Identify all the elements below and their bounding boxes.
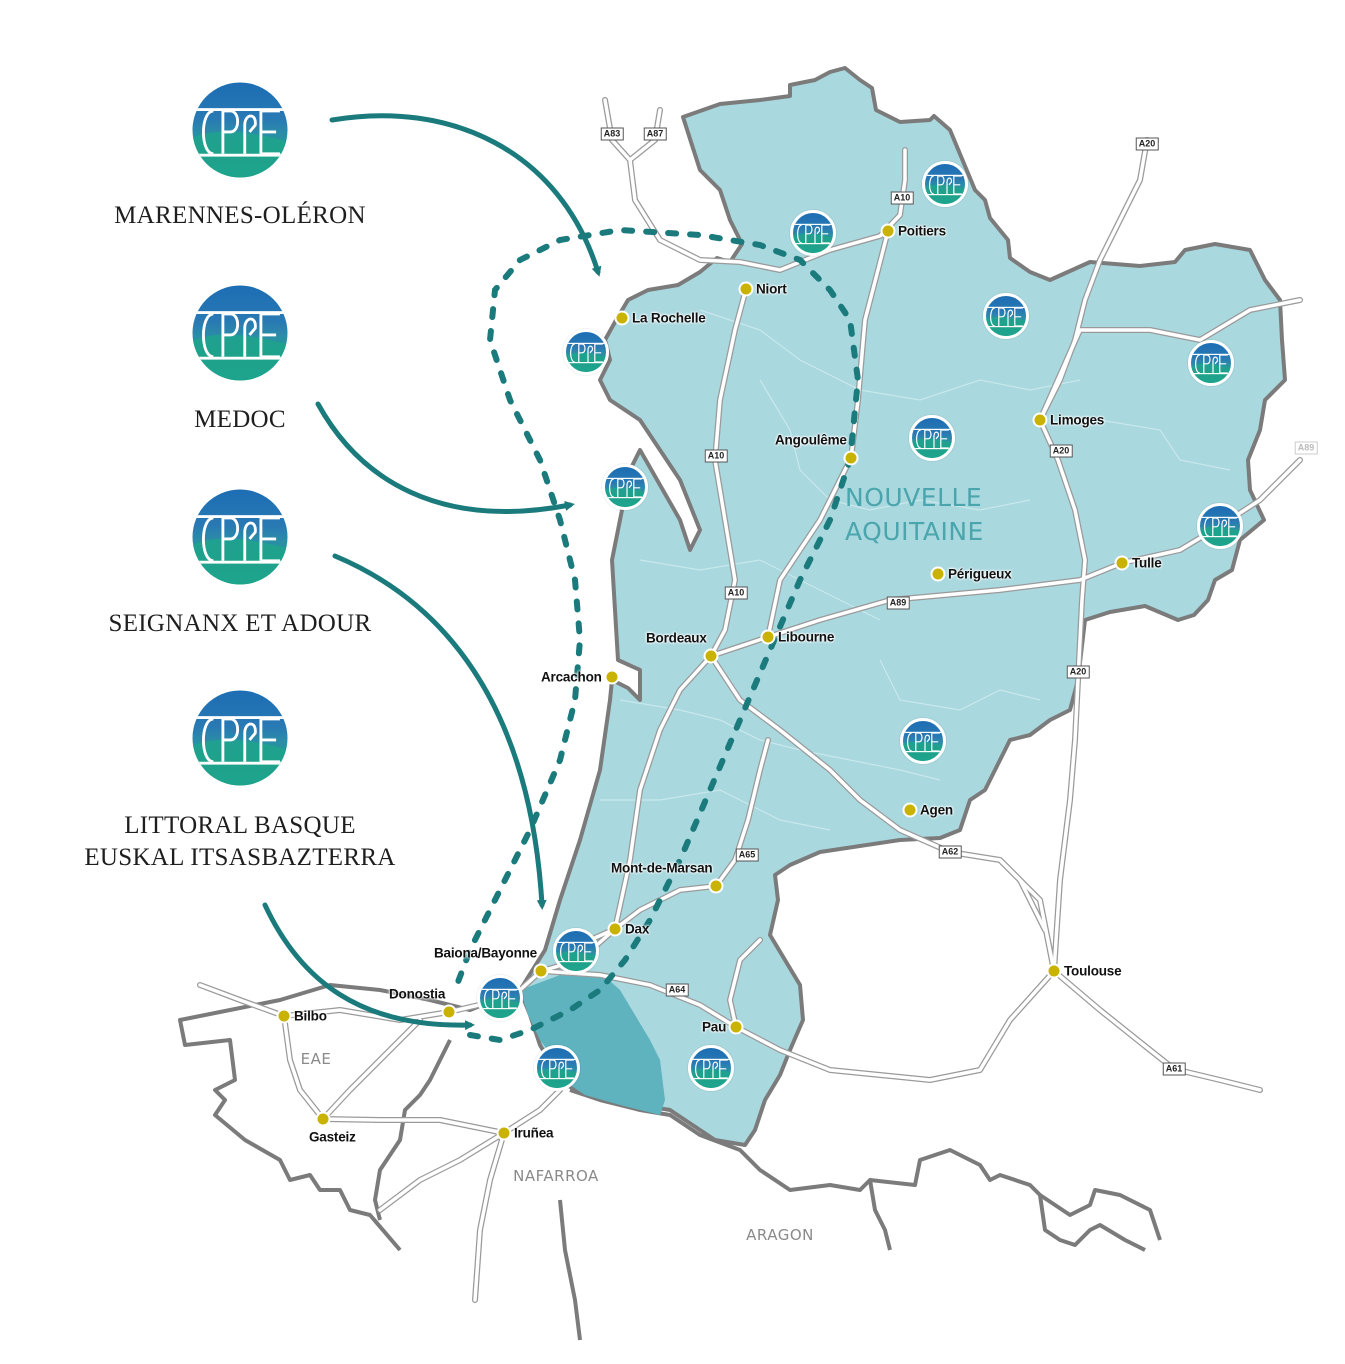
- legend-cpie-logo-icon: [192, 82, 288, 178]
- city-dot-icon: [1114, 555, 1130, 571]
- city-dot-icon: [930, 566, 946, 582]
- map-cpie-logo-icon: [563, 329, 609, 375]
- map-cpie-logo-icon: [534, 1045, 580, 1091]
- map-cpie-logo-icon: [900, 718, 946, 764]
- city-dot-icon: [614, 310, 630, 326]
- map-cpie-logo-icon: [688, 1045, 734, 1091]
- road-number-badge: A89: [886, 596, 910, 610]
- region-name-nouvelle-aquitaine: NOUVELLE AQUITAINE: [845, 481, 984, 549]
- city-label: Limoges: [1050, 412, 1105, 428]
- city-label: Tulle: [1132, 555, 1162, 571]
- city-dot-icon: [880, 223, 896, 239]
- dotted-route: [452, 226, 862, 1044]
- city-label: Dax: [625, 921, 650, 937]
- city-dot-icon: [533, 963, 549, 979]
- city-dot-icon: [902, 802, 918, 818]
- city-label: Poitiers: [898, 223, 946, 239]
- city-dot-icon: [1032, 412, 1048, 428]
- legend-label: SEIGNANX ET ADOUR: [109, 608, 372, 640]
- road-number-badge: A62: [938, 845, 962, 859]
- city-label: Arcachon: [541, 669, 602, 685]
- legend-label-line: SEIGNANX ET ADOUR: [108, 610, 372, 637]
- map-cpie-logo-icon: [1197, 503, 1243, 549]
- map-cpie-logo-icon: [790, 210, 836, 256]
- city-label: Toulouse: [1064, 963, 1122, 979]
- city-dot-icon: [276, 1008, 292, 1024]
- city-label: Iruñea: [514, 1125, 554, 1141]
- legend-cpie-logo-icon: [192, 489, 288, 585]
- city-label: Mont-de-Marsan: [611, 860, 713, 876]
- external-borders: [178, 983, 1162, 1341]
- legend-label: MARENNES-OLÉRON: [114, 200, 366, 232]
- city-label: Bordeaux: [646, 630, 707, 646]
- map-cpie-logo-icon: [553, 928, 599, 974]
- city-dot-icon: [315, 1111, 331, 1127]
- map-cpie-logo-icon: [983, 293, 1029, 339]
- legend-label-line: EUSKAL ITSASBAZTERRA: [84, 844, 396, 871]
- city-label: Niort: [756, 281, 787, 297]
- road-number-badge: A20: [1135, 137, 1159, 151]
- road-number-badge: A83: [600, 127, 624, 141]
- map-cpie-logo-icon: [602, 464, 648, 510]
- road-number-badge: A10: [724, 586, 748, 600]
- legend-label-line: LITTORAL BASQUE: [124, 812, 356, 839]
- road-number-badge: A64: [665, 983, 689, 997]
- city-label: Donostia: [389, 986, 446, 1002]
- region-label: NAFARROA: [513, 1167, 599, 1185]
- region-label: EAE: [300, 1050, 332, 1068]
- legend-label-line: MEDOC: [194, 406, 286, 433]
- city-dot-icon: [703, 648, 719, 664]
- region-label: ARAGON: [746, 1226, 814, 1244]
- city-label: Pau: [702, 1019, 727, 1035]
- road-number-badge: A61: [1162, 1062, 1186, 1076]
- map-cpie-logo-icon: [922, 161, 968, 207]
- city-dot-icon: [738, 281, 754, 297]
- city-label: Baiona/Bayonne: [434, 945, 537, 961]
- city-label: Libourne: [778, 629, 835, 645]
- legend-label: LITTORAL BASQUE EUSKAL ITSASBAZTERRA: [84, 810, 395, 874]
- city-label: Agen: [920, 802, 953, 818]
- road-number-badge: A89: [1294, 441, 1318, 455]
- city-dot-icon: [708, 878, 724, 894]
- city-label: Angoulême: [775, 432, 847, 448]
- city-dot-icon: [496, 1125, 512, 1141]
- city-label: Périgueux: [948, 566, 1012, 582]
- map-cpie-logo-icon: [477, 975, 523, 1021]
- map-cpie-logo-icon: [1188, 340, 1234, 386]
- basque-highlight-area: [520, 972, 665, 1115]
- city-dot-icon: [441, 1004, 457, 1020]
- road-number-badge: A10: [704, 449, 728, 463]
- city-label: La Rochelle: [632, 310, 706, 326]
- road-number-badge: A20: [1049, 444, 1073, 458]
- city-dot-icon: [728, 1019, 744, 1035]
- legend-label: MEDOC: [194, 404, 286, 436]
- legend-label-line: MARENNES-OLÉRON: [114, 202, 366, 229]
- legend-arrows: [262, 113, 602, 1031]
- city-dot-icon: [1046, 963, 1062, 979]
- legend-cpie-logo-icon: [192, 690, 288, 786]
- city-dot-icon: [604, 669, 620, 685]
- city-dot-icon: [760, 629, 776, 645]
- roads: [197, 97, 1303, 1303]
- road-number-badge: A20: [1066, 665, 1090, 679]
- city-dot-icon: [607, 921, 623, 937]
- map-cpie-logo-icon: [909, 415, 955, 461]
- city-dot-icon: [843, 450, 859, 466]
- road-number-badge: A65: [735, 848, 759, 862]
- region-name-line-2: AQUITAINE: [845, 517, 984, 546]
- road-number-badge: A87: [643, 127, 667, 141]
- legend-cpie-logo-icon: [192, 285, 288, 381]
- city-label: Gasteiz: [309, 1129, 356, 1145]
- road-number-badge: A10: [890, 191, 914, 205]
- city-label: Bilbo: [294, 1008, 327, 1024]
- region-name-line-1: NOUVELLE: [845, 483, 983, 512]
